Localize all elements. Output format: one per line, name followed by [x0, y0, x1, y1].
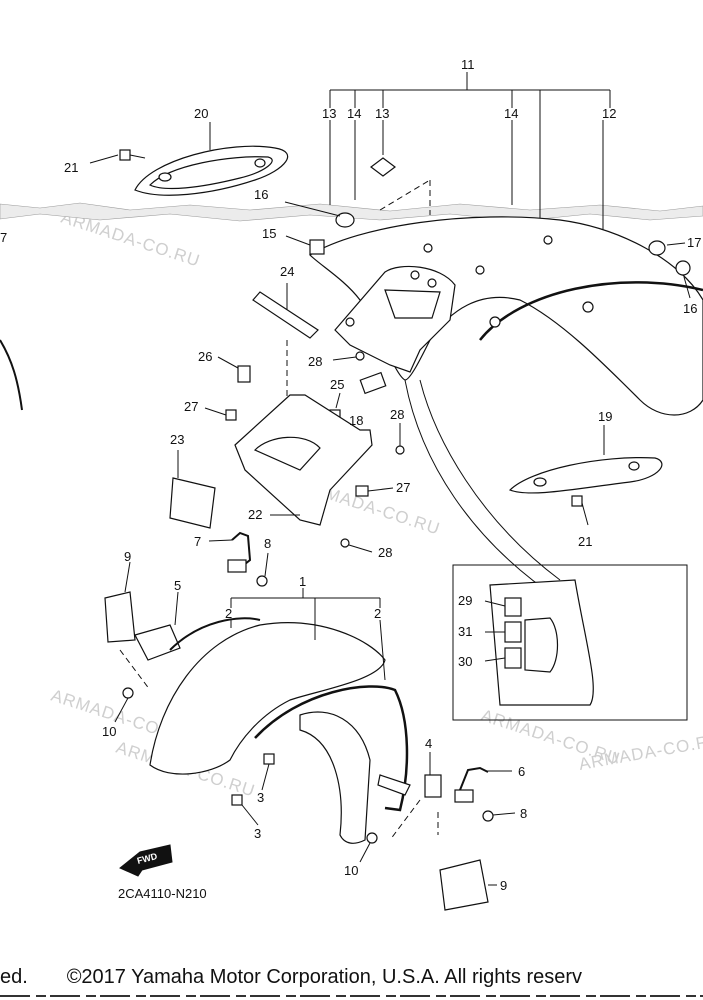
part-20-inner	[148, 156, 273, 190]
part-20-hole	[254, 158, 266, 168]
callout: 25	[330, 377, 344, 392]
part-3-bolt	[231, 794, 243, 806]
part-13-pad	[370, 157, 396, 177]
copyright-line: ed. ©2017 Yamaha Motor Corporation, U.S.…	[0, 966, 582, 988]
callout: 21	[578, 534, 592, 549]
part-10-nut	[122, 687, 134, 699]
part-22-license-bracket	[225, 394, 373, 526]
part-9-reflector	[104, 591, 136, 643]
callout: 29	[458, 593, 472, 608]
detail-inset-drawing	[489, 579, 594, 706]
part-28-screw	[340, 538, 350, 548]
callout: 28	[308, 354, 322, 369]
callout: 13	[375, 106, 389, 121]
callout: 31	[458, 624, 472, 639]
part-16-collar	[335, 212, 355, 228]
callout-partial: 7	[0, 230, 7, 245]
part-16-collar-right	[675, 260, 691, 276]
part-21-screw-head	[119, 149, 131, 161]
callout: 10	[102, 724, 116, 739]
part-6-plate	[454, 789, 474, 803]
callout: 17	[687, 235, 701, 250]
part-19-hole	[533, 477, 547, 487]
part-24-strip	[252, 291, 319, 339]
callout: 23	[170, 432, 184, 447]
detail-inset-frame	[452, 564, 688, 721]
callout: 26	[198, 349, 212, 364]
callout: 24	[280, 264, 294, 279]
part-4-bracket	[424, 774, 442, 798]
callout: 27	[396, 480, 410, 495]
part-26-nut	[237, 365, 251, 383]
callout: 30	[458, 654, 472, 669]
callout: 16	[683, 301, 697, 316]
callout: 10	[344, 863, 358, 878]
part-21-screw	[571, 495, 583, 507]
part-3-bolt	[263, 753, 275, 765]
callout: 4	[425, 736, 432, 751]
callout: 27	[184, 399, 198, 414]
diagram-code: 2CA4110-N210	[118, 886, 207, 901]
part-15-grommet	[309, 239, 325, 255]
part-10-nut-right	[366, 832, 378, 844]
callout: 11	[461, 57, 475, 72]
part-1-front-fender	[149, 617, 409, 844]
callout: 20	[194, 106, 208, 121]
rear-fender-assembly	[309, 216, 703, 601]
part-17-washer	[648, 240, 666, 256]
callout: 28	[378, 545, 392, 560]
part-19-side-cover	[508, 457, 663, 494]
callout: 15	[262, 226, 276, 241]
part-23-plate	[169, 477, 216, 529]
callout: 22	[248, 507, 262, 522]
part-8-bolt-right	[482, 810, 494, 822]
part-6-hook	[459, 766, 489, 791]
callout: 18	[349, 413, 363, 428]
part-7-plate	[227, 559, 247, 573]
callout: 28	[390, 407, 404, 422]
callout: 14	[504, 106, 518, 121]
part-18-bracket	[334, 265, 456, 373]
callout: 13	[322, 106, 336, 121]
callout: 19	[598, 409, 612, 424]
part-4-arm	[377, 774, 411, 796]
callout-labels: 11 13 14 13 14 12 20 21 16 15 17 24 16 2…	[0, 57, 701, 893]
callout: 16	[254, 187, 268, 202]
callout: 2	[225, 606, 232, 621]
part-28-screw	[355, 351, 365, 361]
callout: 9	[124, 549, 131, 564]
part-9-reflector-bottom	[439, 859, 489, 911]
callout: 8	[520, 806, 527, 821]
callout: 6	[518, 764, 525, 779]
part-18-clip	[359, 371, 387, 395]
callout: 3	[257, 790, 264, 805]
callout: 5	[174, 578, 181, 593]
callout: 12	[602, 106, 616, 121]
callout: 14	[347, 106, 361, 121]
callout: 7	[194, 534, 201, 549]
part-5-bracket	[134, 624, 181, 661]
callout: 2	[374, 606, 381, 621]
callout: 9	[500, 878, 507, 893]
callout: 21	[64, 160, 78, 175]
part-28-screw	[395, 445, 405, 455]
part-7-bracket	[231, 531, 252, 569]
part-20-hole	[158, 172, 172, 182]
callout: 3	[254, 826, 261, 841]
callout: 1	[299, 574, 306, 589]
part-19-hole	[628, 461, 640, 471]
watermark: ARMADA-CO.RU	[577, 730, 703, 774]
part-8-bolt	[256, 575, 268, 587]
forward-arrow-icon: FWD	[119, 844, 173, 877]
callout: 8	[264, 536, 271, 551]
scan-tear-band	[0, 202, 703, 222]
